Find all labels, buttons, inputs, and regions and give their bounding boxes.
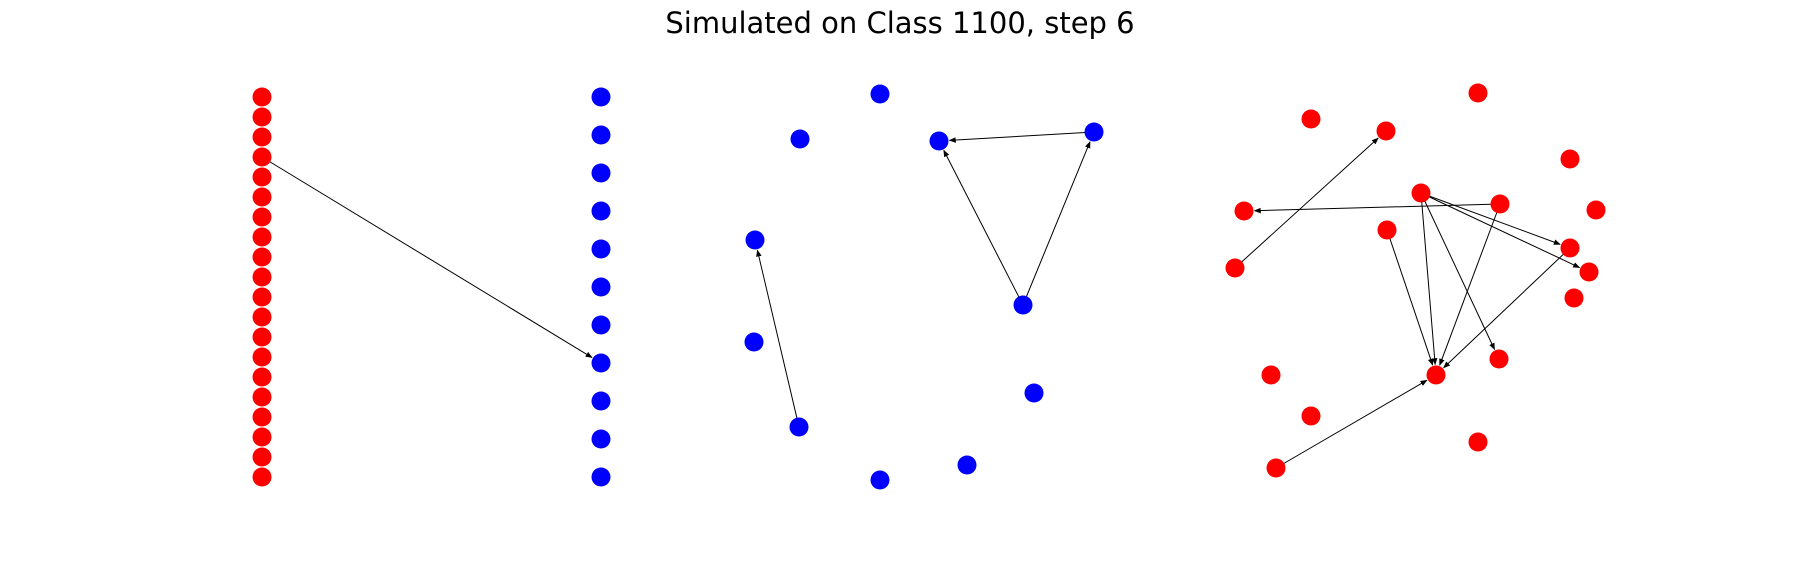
bipartite-left-column-node-13 [252, 347, 272, 367]
bipartite-left-column-node-5 [252, 187, 272, 207]
red-graph-edge-1 [1420, 192, 1438, 366]
blue-circular-graph-node-3 [1013, 295, 1033, 315]
bipartite-left-column-node-6 [252, 207, 272, 227]
blue-circular-graph-node-8 [744, 332, 764, 352]
red-circular-graph-node-9 [1301, 109, 1321, 129]
bipartite-left-column-node-1 [252, 107, 272, 127]
blue-circular-graph-node-0 [870, 84, 890, 104]
blue-circular-graph-node-4 [1024, 383, 1044, 403]
edges-layer [261, 131, 1581, 469]
red-graph-edge-4 [1420, 192, 1495, 351]
red-circular-graph-node-6 [1579, 262, 1599, 282]
red-circular-graph-node-7 [1560, 238, 1580, 258]
bipartite-left-column-node-11 [252, 307, 272, 327]
bipartite-left-column-node-3 [252, 147, 272, 167]
red-circular-graph-node-3 [1411, 183, 1431, 203]
blue-circular-graph-node-9 [745, 230, 765, 250]
bipartite-right-column-node-0 [591, 87, 611, 107]
red-circular-graph-node-17 [1377, 220, 1397, 240]
figure-title: Simulated on Class 1100, step 6 [665, 6, 1135, 40]
bipartite-right-column-node-2 [591, 163, 611, 183]
bipartite-left-column-node-14 [252, 367, 272, 387]
red-circular-graph-node-13 [1266, 458, 1286, 478]
red-graph-edge-0 [1234, 137, 1379, 269]
red-circular-graph-node-1 [1560, 149, 1580, 169]
bipartite-left-column-node-0 [252, 87, 272, 107]
cross-edge-0 [261, 156, 593, 358]
red-circular-graph-node-10 [1234, 201, 1254, 221]
bipartite-left-column-node-7 [252, 227, 272, 247]
red-graph-edge-5 [1386, 229, 1434, 366]
bipartite-left-column-node-12 [252, 327, 272, 347]
red-graph-edge-8 [1443, 247, 1571, 369]
blue-circular-graph-node-7 [789, 417, 809, 437]
red-circular-graph-node-18 [1376, 121, 1396, 141]
bipartite-left-column-node-18 [252, 447, 272, 467]
red-circular-graph-node-2 [1586, 200, 1606, 220]
blue-circular-graph-node-1 [1084, 122, 1104, 142]
bipartite-left-column-node-8 [252, 247, 272, 267]
blue-graph-edge-1 [1022, 141, 1091, 306]
blue-graph-edge-0 [943, 149, 1024, 306]
bipartite-right-column-node-7 [591, 353, 611, 373]
red-circular-graph-node-16 [1490, 194, 1510, 214]
red-graph-edge-7 [1439, 203, 1501, 366]
bipartite-left-column-node-9 [252, 267, 272, 287]
red-circular-graph-node-12 [1261, 365, 1281, 385]
bipartite-right-column-node-8 [591, 391, 611, 411]
red-graph-edge-9 [1275, 379, 1428, 469]
bipartite-left-column-node-10 [252, 287, 272, 307]
bipartite-right-column-node-4 [591, 239, 611, 259]
bipartite-right-column-node-1 [591, 125, 611, 145]
bipartite-left-column-node-17 [252, 427, 272, 447]
nodes-layer [252, 83, 1606, 490]
red-circular-graph-node-15 [1301, 406, 1321, 426]
bipartite-left-column-node-19 [252, 467, 272, 487]
blue-circular-graph-node-10 [790, 129, 810, 149]
bipartite-right-column-node-9 [591, 429, 611, 449]
bipartite-right-column-node-3 [591, 201, 611, 221]
bipartite-right-column-node-5 [591, 277, 611, 297]
red-circular-graph-node-11 [1225, 258, 1245, 278]
blue-circular-graph-node-6 [870, 470, 890, 490]
bipartite-left-column-node-16 [252, 407, 272, 427]
bipartite-left-column-node-2 [252, 127, 272, 147]
blue-circular-graph-node-2 [929, 131, 949, 151]
red-circular-graph-node-8 [1468, 432, 1488, 452]
red-graph-edge-3 [1420, 192, 1561, 245]
red-circular-graph-node-14 [1426, 365, 1446, 385]
bipartite-right-column-node-6 [591, 315, 611, 335]
red-circular-graph-node-19 [1489, 349, 1509, 369]
bipartite-left-column-node-4 [252, 167, 272, 187]
red-graph-edge-6 [1253, 203, 1501, 214]
blue-graph-edge-2 [948, 131, 1095, 143]
blue-graph-edge-3 [756, 249, 800, 428]
bipartite-right-column-node-10 [591, 467, 611, 487]
red-circular-graph-node-0 [1468, 83, 1488, 103]
red-circular-graph-node-5 [1564, 288, 1584, 308]
blue-circular-graph-node-5 [957, 455, 977, 475]
bipartite-left-column-node-15 [252, 387, 272, 407]
